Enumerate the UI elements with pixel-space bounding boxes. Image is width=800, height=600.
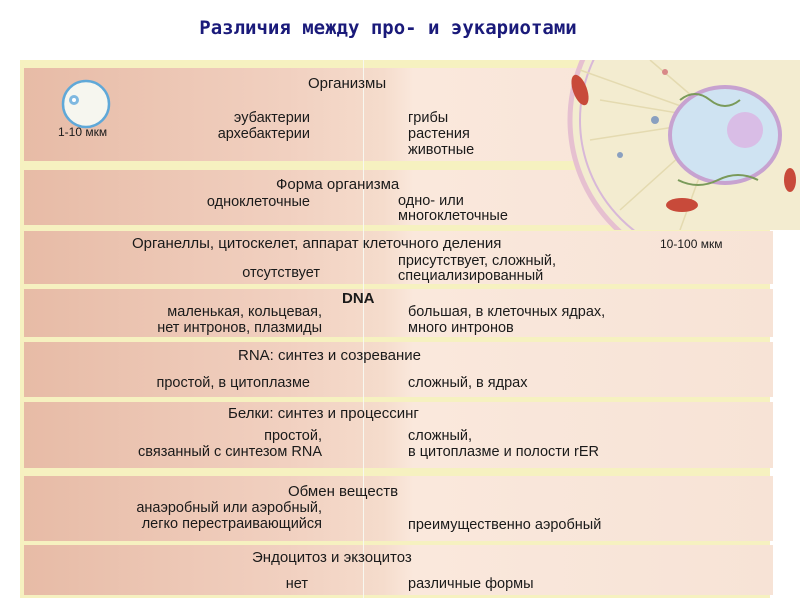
metabolism-left-1: анаэробный или аэробный, bbox=[136, 500, 322, 516]
row-band-organelles bbox=[24, 231, 773, 284]
rna-right-1: сложный, в ядрах bbox=[408, 375, 528, 391]
row-heading-endocytosis: Эндоцитоз и экзоцитоз bbox=[252, 549, 412, 566]
organisms-right-3: животные bbox=[408, 142, 475, 158]
dna-left-1: маленькая, кольцевая, bbox=[167, 304, 322, 320]
organisms-left-2: архебактерии bbox=[217, 126, 310, 142]
eukaryotic-cell-illustration bbox=[560, 60, 800, 230]
row-heading-dna: DNA bbox=[342, 290, 375, 307]
metabolism-left-2: легко перестраивающийся bbox=[141, 516, 322, 532]
proteins-right-2: в цитоплазме и полости rER bbox=[408, 444, 600, 460]
prokaryote-size-label: 1-10 мкм bbox=[58, 125, 108, 139]
organisms-right-1: грибы bbox=[408, 110, 449, 126]
form-right-2: многоклеточные bbox=[398, 208, 508, 224]
row-heading-proteins: Белки: синтез и процессинг bbox=[228, 405, 419, 422]
row-band-metabolism bbox=[24, 476, 773, 541]
row-band-dna bbox=[24, 289, 773, 337]
column-divider bbox=[363, 60, 364, 598]
rna-left-1: простой, в цитоплазме bbox=[156, 375, 310, 391]
row-band-proteins bbox=[24, 402, 773, 468]
prokaryotic-cell-illustration bbox=[58, 78, 114, 139]
proteins-left-2: связанный с синтезом RNA bbox=[138, 444, 322, 460]
dna-right-1: большая, в клеточных ядрах, bbox=[408, 304, 606, 320]
dna-right-2: много интронов bbox=[408, 320, 514, 336]
form-right-1: одно- или bbox=[398, 193, 464, 209]
row-heading-metabolism: Обмен веществ bbox=[288, 483, 399, 500]
endocytosis-left-1: нет bbox=[285, 576, 308, 592]
row-heading-organisms: Организмы bbox=[308, 75, 387, 92]
row-band-rna bbox=[24, 342, 773, 397]
row-band-endocytosis bbox=[24, 545, 773, 595]
organisms-right-2: растения bbox=[408, 126, 470, 142]
eukaryote-size-label: 10-100 мкм bbox=[660, 237, 723, 251]
dna-left-2: нет интронов, плазмиды bbox=[157, 320, 322, 336]
row-heading-organelles: Органеллы, цитоскелет, аппарат клеточног… bbox=[132, 235, 502, 252]
row-heading-rna: RNA: синтез и созревание bbox=[238, 347, 422, 364]
proteins-left-1: простой, bbox=[264, 428, 322, 444]
metabolism-right-1: преимущественно аэробный bbox=[408, 517, 602, 533]
organisms-left-1: эубактерии bbox=[233, 110, 310, 126]
proteins-right-1: сложный, bbox=[408, 428, 473, 444]
endocytosis-right-1: различные формы bbox=[408, 576, 534, 592]
organelles-left-1: отсутствует bbox=[242, 265, 320, 281]
organelles-right-2: специализированный bbox=[398, 268, 544, 284]
form-left-1: одноклеточные bbox=[206, 194, 310, 210]
organelles-right-1: присутствует, сложный, bbox=[398, 253, 557, 269]
row-heading-form: Форма организма bbox=[276, 176, 400, 193]
page-title: Различия между про- и эукариотами bbox=[199, 17, 577, 39]
